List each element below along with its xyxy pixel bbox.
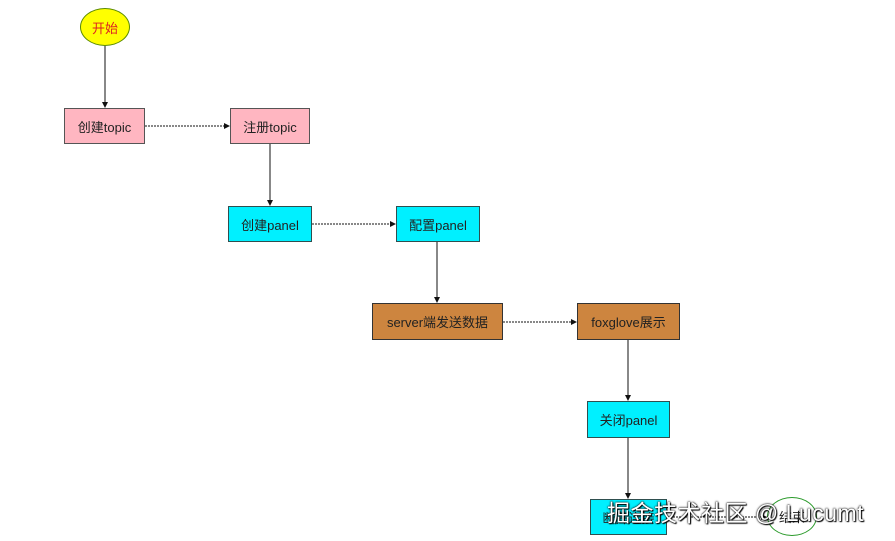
foxglove-display-node: foxglove展示 bbox=[577, 303, 680, 340]
server-send-data-node: server端发送数据 bbox=[372, 303, 503, 340]
close-panel-node: 关闭panel bbox=[587, 401, 670, 438]
end-node: 结束 bbox=[767, 497, 817, 536]
create-topic-node: 创建topic bbox=[64, 108, 145, 144]
start-node: 开始 bbox=[80, 8, 130, 46]
disconnect-node: 断开连接 bbox=[590, 499, 667, 535]
config-panel-node: 配置panel bbox=[396, 206, 480, 242]
create-panel-node: 创建panel bbox=[228, 206, 312, 242]
register-topic-node: 注册topic bbox=[230, 108, 310, 144]
watermark-text: 掘金技术社区 @ Lucumt bbox=[607, 500, 865, 526]
